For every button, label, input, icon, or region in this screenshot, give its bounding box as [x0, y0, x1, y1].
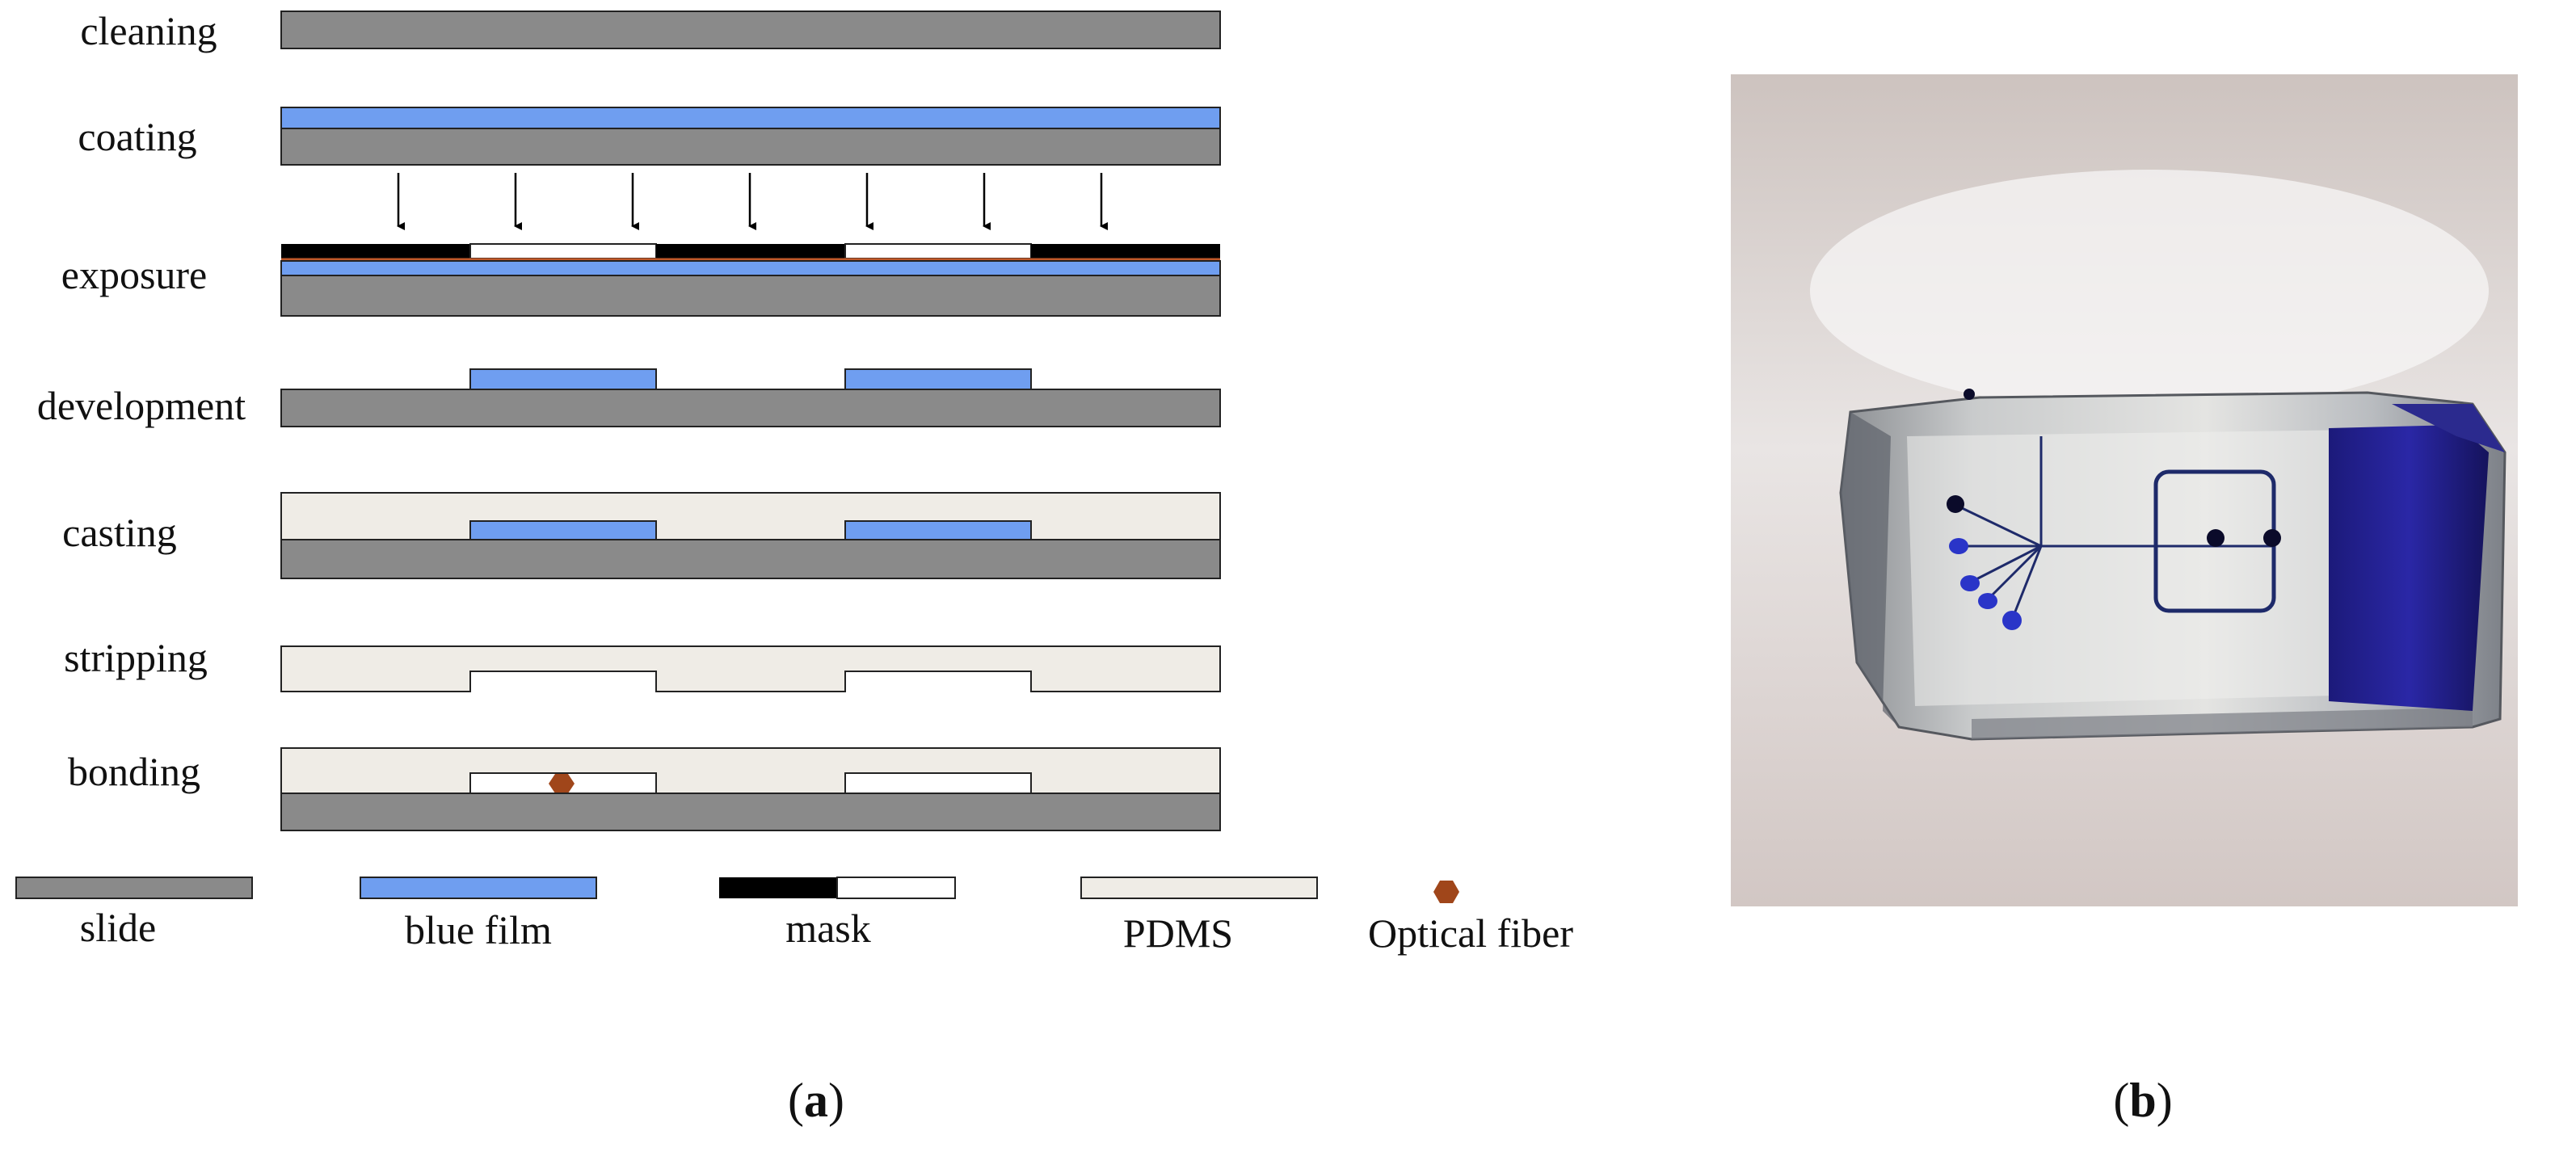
exposure-mask	[281, 243, 1220, 259]
mask-dark-segment	[1031, 244, 1220, 259]
development-blue-film	[844, 368, 1032, 390]
chip-left-edge	[1841, 412, 1899, 727]
port	[2263, 529, 2281, 547]
step-label-exposure: exposure	[61, 252, 208, 297]
exposure-slide	[280, 275, 1221, 317]
mask-dark-segment	[656, 244, 845, 259]
legend-swatch-blue-film	[360, 877, 597, 899]
port	[1978, 593, 1997, 609]
casting-slide	[280, 539, 1221, 579]
mask-clear-segment	[844, 243, 1032, 259]
casting-blue-film	[844, 520, 1032, 540]
bonding-slide	[280, 793, 1221, 831]
development-slide	[280, 389, 1221, 427]
chip-bottom-edge	[1972, 708, 2473, 739]
port	[2207, 529, 2225, 547]
legend-label-pdms: PDMS	[1123, 910, 1233, 956]
legend: slide blue film mask PDMS Optical fiber	[15, 877, 1573, 956]
port	[1960, 575, 1980, 591]
cleaning-slide	[280, 11, 1221, 49]
legend-swatch-slide	[15, 877, 253, 899]
port	[1947, 495, 1964, 513]
bonding-pdms	[280, 747, 1221, 794]
port	[1949, 538, 1968, 554]
step-label-bonding: bonding	[68, 749, 200, 794]
blue-block-top	[2392, 404, 2505, 452]
port	[2002, 611, 2022, 630]
development-blue-film	[469, 368, 657, 390]
process-diagram: cleaning coating exposure deve	[15, 8, 1573, 1127]
channel	[1971, 544, 2042, 583]
mask-clear-segment	[469, 243, 657, 259]
blue-block	[2329, 425, 2489, 711]
legend-label-blue-film: blue film	[405, 907, 552, 952]
legend-swatch-optical-fiber-icon	[1433, 881, 1459, 903]
caption-a: (a)	[788, 1074, 844, 1127]
step-label-cleaning: cleaning	[80, 8, 217, 53]
ports	[1947, 389, 2281, 630]
step-label-casting: casting	[62, 510, 177, 555]
legend-label-slide: slide	[80, 905, 156, 950]
channel	[1988, 544, 2043, 599]
step-label-development: development	[37, 383, 246, 428]
legend-swatch-mask-clear	[836, 877, 956, 899]
caption-b: (b)	[2113, 1074, 2172, 1127]
channel	[1956, 504, 2042, 548]
port	[1964, 389, 1975, 400]
legend-label-optical-fiber: Optical fiber	[1368, 910, 1573, 956]
legend-label-mask: mask	[785, 906, 871, 951]
light-glow	[1810, 170, 2489, 412]
legend-swatch-mask-dark	[719, 877, 837, 898]
exposure-arrows	[397, 173, 1108, 230]
chip-inner-area	[1907, 430, 2368, 706]
chip-photo: (b)	[1731, 74, 2518, 1127]
step-label-stripping: stripping	[64, 635, 208, 680]
step-label-coating: coating	[78, 114, 196, 159]
bonding-channel	[844, 772, 1032, 794]
casting-pdms	[280, 492, 1221, 540]
casting-blue-film	[469, 520, 657, 540]
coating-blue-film	[280, 107, 1221, 129]
legend-swatch-pdms	[1080, 877, 1318, 899]
channel	[2012, 545, 2043, 616]
stripping-pdms	[280, 645, 1221, 692]
exposure-blue-film	[280, 260, 1221, 276]
coating-slide	[280, 128, 1221, 166]
optical-fiber-icon	[549, 774, 575, 793]
mask-dark-segment	[281, 244, 470, 259]
